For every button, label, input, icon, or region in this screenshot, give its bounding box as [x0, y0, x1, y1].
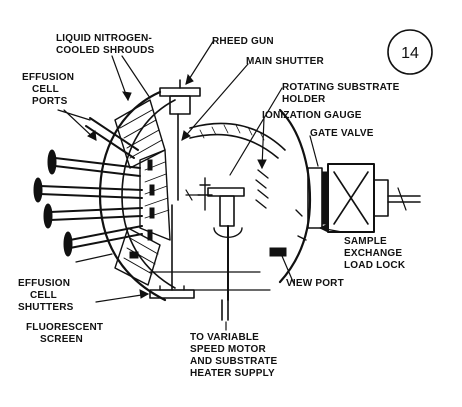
label-sample-exchange-line3: LOAD LOCK	[344, 260, 406, 271]
arrowheads	[87, 73, 329, 299]
drive-shaft	[221, 299, 229, 321]
label-main-shutter: MAIN SHUTTER	[246, 56, 325, 67]
label-effusion-ports-line2: CELL	[32, 84, 59, 95]
label-effusion-shutters-line1: EFFUSION	[18, 278, 70, 289]
label-ionization-gauge: IONIZATION GAUGE	[262, 110, 362, 121]
label-rotating-holder-line2: HOLDER	[282, 94, 326, 105]
label-supply-line4: HEATER SUPPLY	[190, 368, 275, 379]
label-liquid-nitrogen-line1: LIQUID NITROGEN-	[56, 33, 152, 44]
label-supply-line2: SPEED MOTOR	[190, 344, 266, 355]
page-number: 14	[401, 45, 419, 62]
sample-exchange-load-lock	[327, 163, 421, 233]
label-effusion-shutters-line2: CELL	[30, 290, 57, 301]
rheed-beam	[189, 122, 286, 159]
label-sample-exchange-line1: SAMPLE	[344, 236, 387, 247]
label-sample-exchange-line2: EXCHANGE	[344, 248, 402, 259]
label-rotating-holder-line1: ROTATING SUBSTRATE	[282, 82, 400, 93]
view-port	[269, 209, 307, 257]
fluorescent-screen	[149, 285, 195, 299]
rheed-gun	[159, 79, 201, 115]
label-view-port: VIEW PORT	[286, 278, 344, 289]
label-rheed-gun: RHEED GUN	[212, 36, 274, 47]
page-number-badge: 14	[387, 29, 433, 75]
label-effusion-shutters-line3: SHUTTERS	[18, 302, 74, 313]
ionization-gauge	[255, 169, 269, 209]
label-supply-line1: TO VARIABLE	[190, 332, 259, 343]
label-liquid-nitrogen-line2: COOLED SHROUDS	[56, 45, 154, 56]
label-effusion-ports-line3: PORTS	[32, 96, 68, 107]
label-gate-valve: GATE VALVE	[310, 128, 374, 139]
label-fluorescent-line1: FLUORESCENT	[26, 322, 103, 333]
labels: LIQUID NITROGEN- COOLED SHROUDS RHEED GU…	[18, 33, 406, 379]
leader-lines	[57, 39, 343, 331]
rotating-substrate-holder	[185, 177, 245, 301]
main-shutter	[171, 113, 179, 291]
liquid-nitrogen-shrouds	[114, 99, 171, 286]
label-supply-line3: AND SUBSTRATE	[190, 356, 278, 367]
label-effusion-ports-line1: EFFUSION	[22, 72, 74, 83]
label-fluorescent-line2: SCREEN	[40, 334, 83, 345]
effusion-cells	[33, 117, 143, 257]
effusion-cell-shutters	[129, 159, 155, 259]
